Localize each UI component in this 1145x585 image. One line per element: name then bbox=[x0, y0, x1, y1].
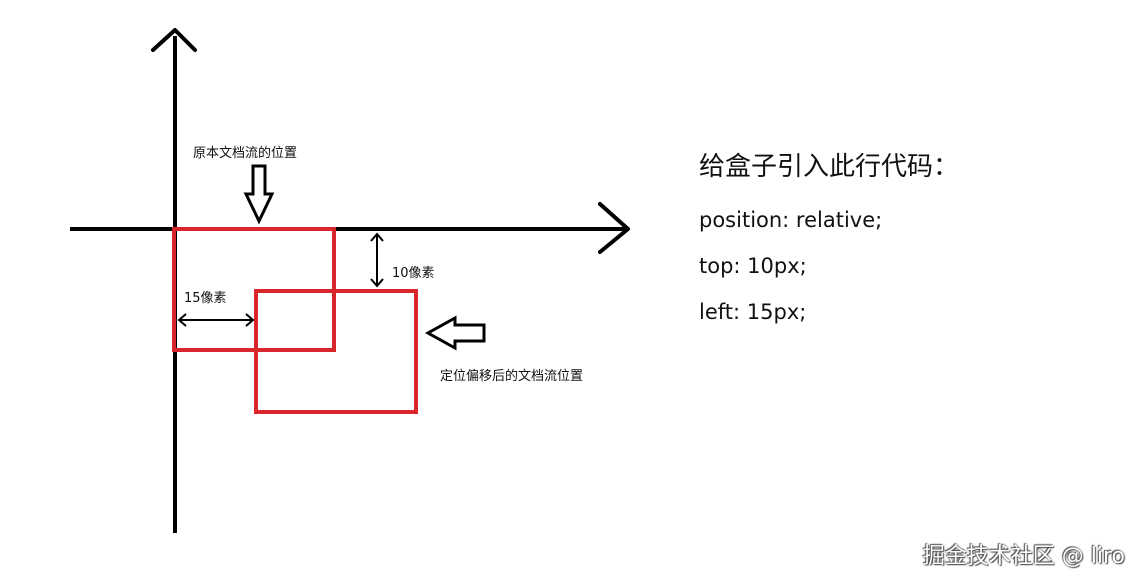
watermark: 掘金技术社区 @ liro bbox=[922, 544, 1125, 569]
y-axis-arrowhead bbox=[151, 28, 197, 52]
code-line-top: top: 10px; bbox=[699, 254, 807, 278]
hollow-left-arrow bbox=[424, 315, 486, 351]
dimension-15px-right-head bbox=[245, 313, 255, 327]
dimension-10px-bottom-head bbox=[370, 278, 384, 288]
label-offset-15: 15像素 bbox=[184, 291, 227, 306]
code-line-left: left: 15px; bbox=[699, 300, 807, 324]
label-offset-10: 10像素 bbox=[392, 266, 435, 281]
hollow-down-arrow bbox=[243, 164, 275, 225]
code-line-position: position: relative; bbox=[699, 208, 883, 232]
dimension-15px-left-head bbox=[177, 313, 187, 327]
x-axis-arrowhead bbox=[598, 202, 630, 254]
code-panel: 给盒子引入此行代码： position: relative; top: 10px… bbox=[699, 146, 959, 335]
dimension-10px-top-head bbox=[370, 232, 384, 242]
label-shifted-position: 定位偏移后的文档流位置 bbox=[440, 369, 584, 384]
offset-box bbox=[254, 289, 418, 414]
code-title: 给盒子引入此行代码： bbox=[699, 152, 960, 182]
label-original-position: 原本文档流的位置 bbox=[193, 146, 298, 161]
